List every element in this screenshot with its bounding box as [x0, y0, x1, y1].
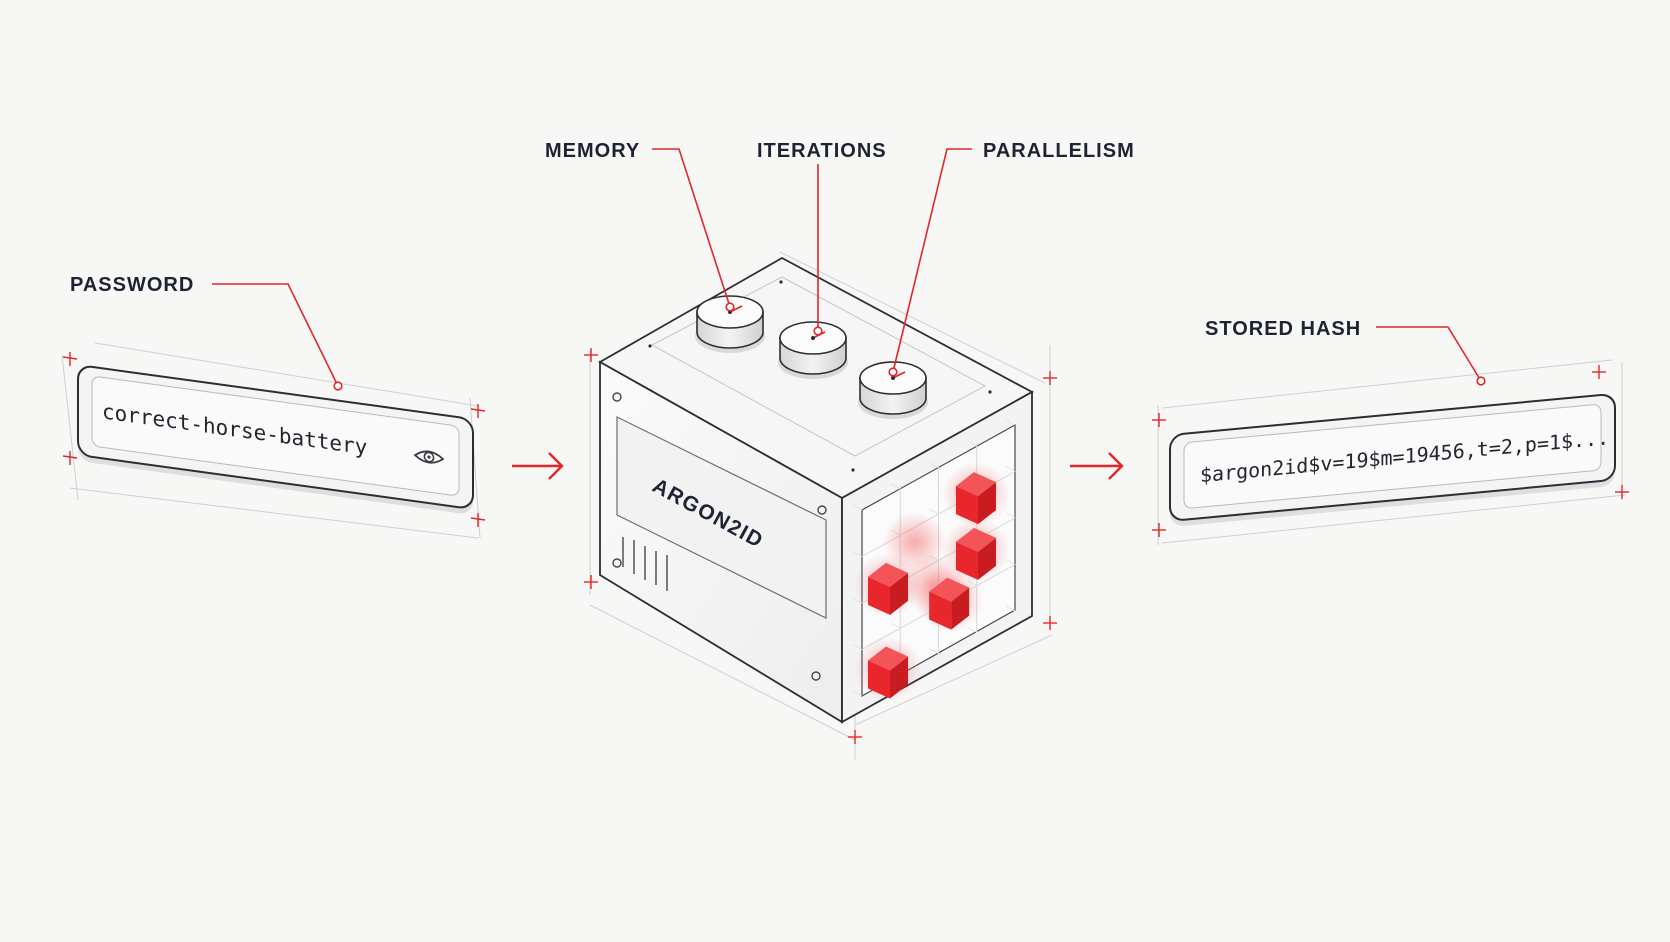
memory-block-front — [929, 591, 952, 630]
memory-block-front — [868, 576, 890, 615]
parallelism-leader-anchor — [888, 367, 898, 377]
grid-depth-line — [967, 440, 977, 447]
memory-block-top — [955, 527, 996, 552]
parallelism-knob[interactable] — [858, 361, 928, 419]
iterations-knob[interactable] — [778, 321, 848, 379]
grid-depth-line — [891, 483, 901, 490]
parameter-knobs — [695, 295, 928, 419]
memory-block-front — [955, 486, 978, 525]
machine-nameplate — [616, 416, 827, 619]
stored-hash-section: $argon2id$v=19$m=19456,t=2,p=1$... STORE… — [1152, 318, 1629, 545]
memory-block-front — [868, 660, 890, 699]
password-guides — [61, 342, 486, 539]
eye-icon[interactable] — [413, 450, 445, 465]
arrow-to-hasher — [512, 452, 564, 480]
grid-depth-line — [891, 622, 901, 629]
grid-depth-line — [929, 648, 939, 654]
memory-leader-anchor — [725, 302, 735, 312]
grid-depth-line — [1005, 605, 1016, 612]
memory-knob[interactable] — [695, 295, 765, 353]
grid-depth-line — [929, 508, 939, 515]
memory-block-front — [955, 541, 978, 580]
password-section: correct-horse-battery PASSWORD — [61, 274, 486, 539]
password-label: PASSWORD — [70, 274, 194, 296]
grid-depth-line — [1005, 466, 1016, 472]
knob-indicator — [892, 371, 906, 379]
hash-guides — [1152, 359, 1629, 545]
grid-depth-line — [1005, 419, 1016, 426]
memory-block-top — [868, 646, 908, 671]
password-leader-anchor — [333, 381, 343, 391]
memory-label: MEMORY — [545, 140, 640, 162]
stored-hash-label: STORED HASH — [1205, 318, 1361, 340]
hash-field[interactable]: $argon2id$v=19$m=19456,t=2,p=1$... — [1169, 393, 1616, 527]
memory-block-top — [955, 472, 996, 497]
knob-center — [891, 376, 895, 380]
knob-center — [811, 336, 815, 340]
iterations-leader-anchor — [813, 326, 823, 336]
stored-hash-leader — [1376, 326, 1482, 382]
machine-guides — [584, 251, 1057, 760]
password-field[interactable]: correct-horse-battery — [77, 365, 474, 515]
grid-depth-line — [1005, 512, 1016, 519]
grid-depth-line — [929, 462, 939, 468]
password-leader — [212, 283, 339, 387]
memory-block-top — [868, 562, 908, 587]
stored-hash-leader-anchor — [1476, 376, 1486, 386]
argon2id-machine: ARGON2ID MEMORY ITERATIONS PARALLELISM — [545, 140, 1135, 760]
memory-leader — [652, 148, 731, 308]
parallelism-leader — [892, 148, 972, 373]
vent-slots — [622, 537, 668, 591]
grid-depth-line — [852, 504, 863, 511]
grid-depth-line — [852, 644, 863, 650]
parallelism-label: PARALLELISM — [983, 140, 1135, 162]
memory-blocks — [868, 472, 996, 699]
grid-depth-line — [852, 690, 863, 697]
arrow-to-hash — [1070, 452, 1124, 480]
grid-depth-line — [967, 626, 977, 633]
iterations-label: ITERATIONS — [757, 140, 887, 162]
memory-block-top — [929, 577, 970, 602]
grid-depth-line — [852, 551, 863, 557]
